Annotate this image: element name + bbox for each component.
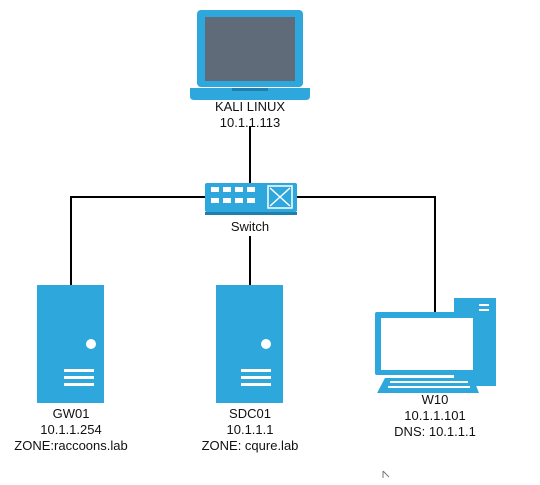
server-icon (37, 285, 104, 403)
workstation-icon (375, 298, 496, 393)
server-icon (216, 285, 283, 403)
sdc01-ip: 10.1.1.1 (226, 422, 274, 437)
sdc01-name: SDC01 (229, 406, 271, 421)
cursor-icon (382, 470, 390, 478)
gw01-label: GW01 10.1.1.254 ZONE:raccoons.lab (14, 406, 127, 454)
gw01-name: GW01 (52, 406, 90, 421)
link-switch-w10 (297, 196, 436, 318)
w10-ip: 10.1.1.101 (404, 408, 466, 423)
switch-name: Switch (230, 219, 270, 234)
gw01-zone: ZONE:raccoons.lab (14, 438, 128, 453)
kali-name: KALI LINUX (214, 99, 286, 114)
sdc01-zone: ZONE: cqure.lab (201, 438, 299, 453)
kali-label: KALI LINUX 10.1.1.113 (215, 99, 285, 131)
sdc01-label: SDC01 10.1.1.1 ZONE: cqure.lab (202, 406, 299, 454)
w10-name: W10 (421, 392, 449, 407)
switch-icon (205, 183, 297, 215)
connections (70, 126, 436, 318)
link-switch-gw01 (70, 196, 205, 285)
kali-ip: 10.1.1.113 (219, 115, 281, 130)
w10-dns: DNS: 10.1.1.1 (394, 424, 476, 439)
laptop-icon (190, 10, 310, 100)
switch-label: Switch (231, 219, 269, 235)
w10-label: W10 10.1.1.101 DNS: 10.1.1.1 (394, 392, 476, 440)
gw01-ip: 10.1.1.254 (40, 422, 102, 437)
